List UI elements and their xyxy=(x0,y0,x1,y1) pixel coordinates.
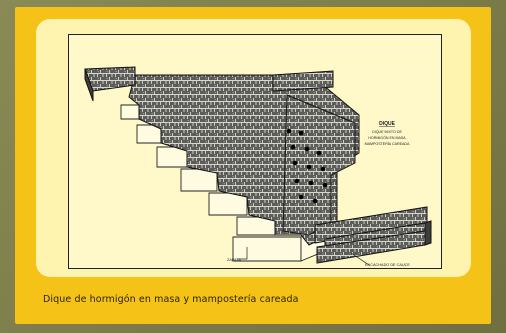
figure-card: DIQUE DIQUE MIXTO DE HORMIGÓN EN MASA MA… xyxy=(15,7,491,324)
channel-lining xyxy=(314,206,432,264)
figure-caption: Dique de hormigón en masa y mampostería … xyxy=(43,294,299,305)
note-line-3: MAMPOSTERÍA CAREADA xyxy=(365,142,410,146)
dam-drawing: DIQUE DIQUE MIXTO DE HORMIGÓN EN MASA MA… xyxy=(84,66,432,267)
label-footing: ZAPATA xyxy=(227,258,241,262)
note-line-0: DIQUE xyxy=(379,121,396,127)
label-basin: ENCACHADO DE CAUCE xyxy=(365,263,410,267)
note-line-1: DIQUE MIXTO DE xyxy=(372,130,402,134)
drawing-frame: DIQUE DIQUE MIXTO DE HORMIGÓN EN MASA MA… xyxy=(68,34,442,269)
note-line-2: HORMIGÓN EN MASA xyxy=(368,135,406,140)
drawing-note: DIQUE DIQUE MIXTO DE HORMIGÓN EN MASA MA… xyxy=(365,121,410,146)
drain-holes xyxy=(286,128,328,204)
masonry-wall xyxy=(84,66,360,246)
figure-panel: DIQUE DIQUE MIXTO DE HORMIGÓN EN MASA MA… xyxy=(36,19,471,277)
